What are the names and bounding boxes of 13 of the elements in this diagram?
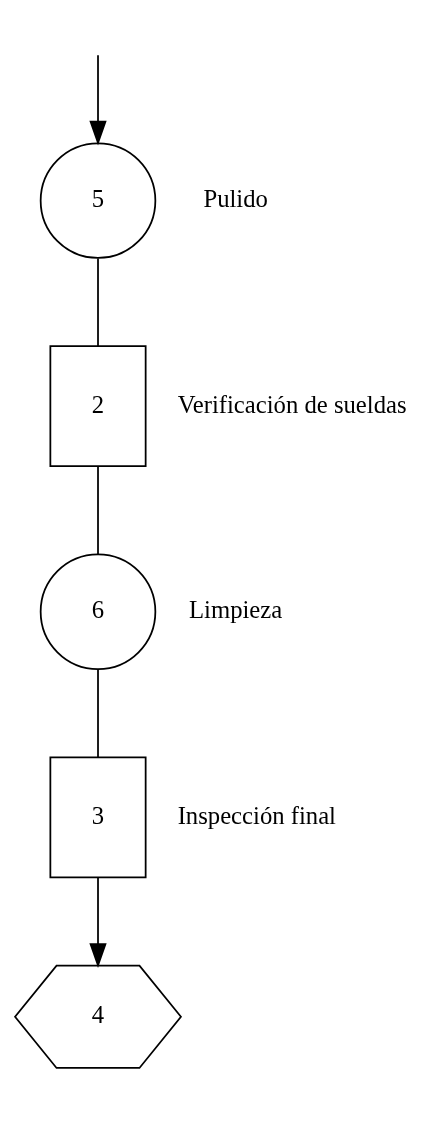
node-label: Inspección final: [177, 801, 336, 829]
node-box: 2: [49, 344, 147, 467]
node-circle: 6: [39, 553, 157, 670]
node-label: Pulido: [203, 184, 268, 212]
node-circle: 5: [39, 141, 157, 259]
node-label: Verificación de sueldas: [177, 390, 407, 418]
arrow: [89, 53, 107, 146]
node-label: Limpieza: [189, 595, 283, 623]
arrow: [89, 876, 107, 968]
connector: [97, 668, 99, 758]
node-box: 3: [49, 756, 147, 878]
connector: [97, 257, 99, 347]
connector: [97, 464, 99, 555]
